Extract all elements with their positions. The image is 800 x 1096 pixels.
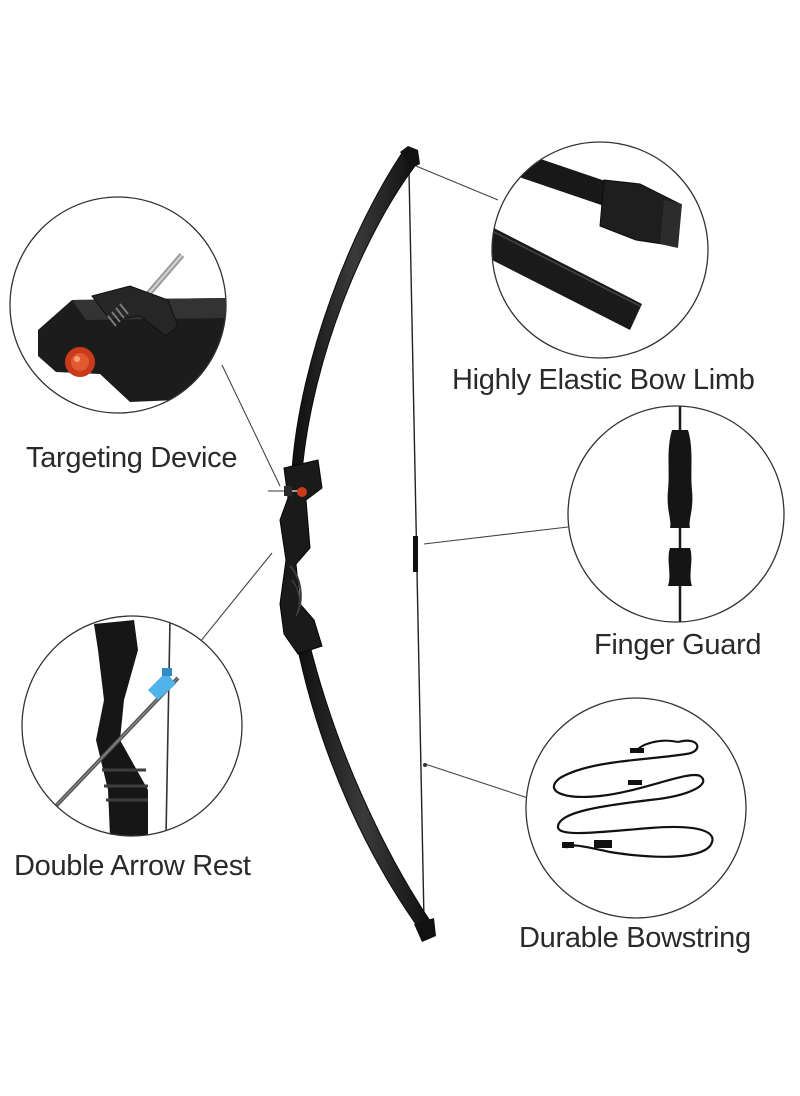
- label-bowstring: Durable Bowstring: [519, 922, 751, 954]
- leader-line-bowstring: [424, 763, 529, 799]
- bowstring-main: [408, 171, 427, 921]
- leader-line-arrowrest: [199, 552, 273, 643]
- leader-line-limb: [415, 165, 499, 201]
- leader-lines: [199, 165, 569, 799]
- detail-circle-bowstring: [525, 697, 747, 919]
- label-bow-limb: Highly Elastic Bow Limb: [452, 364, 755, 396]
- detail-circle-arrow-rest: [21, 615, 243, 837]
- leader-line-finger: [423, 526, 569, 545]
- label-finger-guard: Finger Guard: [594, 629, 762, 661]
- label-arrow-rest: Double Arrow Rest: [14, 850, 251, 882]
- leader-line-targeting: [221, 364, 281, 487]
- detail-circle-bow-limb: [491, 141, 709, 359]
- detail-circle-targeting: [9, 196, 227, 414]
- bow: [268, 146, 436, 942]
- detail-circle-finger-guard: [567, 405, 785, 623]
- label-targeting-device: Targeting Device: [26, 442, 238, 474]
